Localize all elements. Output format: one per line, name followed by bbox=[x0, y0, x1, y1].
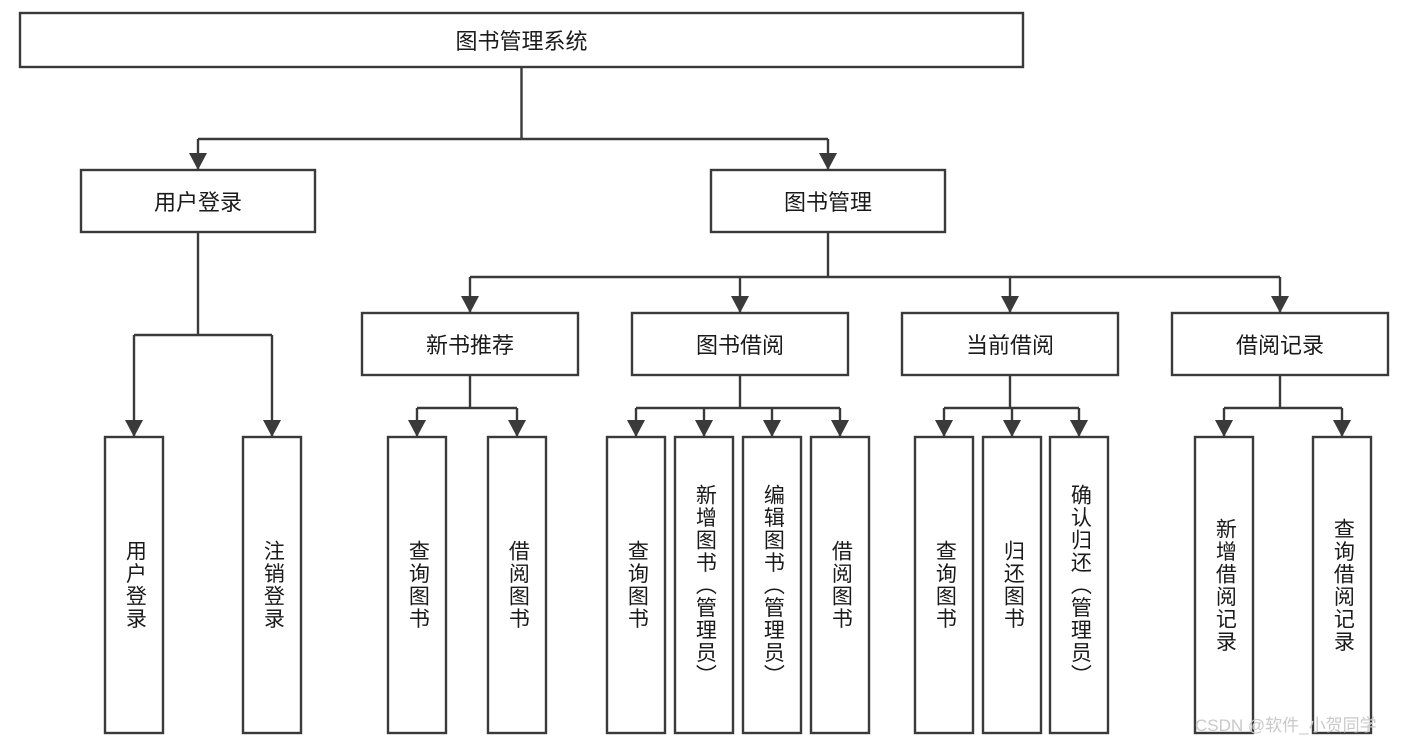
arrowhead-icon bbox=[1001, 296, 1019, 313]
node-box-book-management[interactable] bbox=[709, 168, 947, 234]
arrowhead-icon bbox=[763, 420, 781, 437]
arrowhead-icon bbox=[831, 420, 849, 437]
node-box-leaf-query-book-3[interactable] bbox=[913, 435, 975, 735]
arrowhead-icon bbox=[189, 153, 207, 170]
node-box-user-login[interactable] bbox=[79, 168, 317, 234]
node-box-leaf-query-book-2[interactable] bbox=[605, 435, 667, 735]
arrowhead-icon bbox=[408, 420, 426, 437]
node-box-leaf-edit-book[interactable] bbox=[741, 435, 803, 735]
node-box-leaf-query-book-1[interactable] bbox=[386, 435, 448, 735]
arrowhead-icon bbox=[1003, 420, 1021, 437]
arrowhead-icon bbox=[627, 420, 645, 437]
arrowhead-icon bbox=[1070, 420, 1088, 437]
arrowhead-icon bbox=[695, 420, 713, 437]
arrowhead-icon bbox=[1333, 420, 1351, 437]
box-layer bbox=[18, 11, 1390, 735]
arrowhead-icon bbox=[819, 153, 837, 170]
node-box-new-book-recommend[interactable] bbox=[360, 311, 580, 377]
arrowhead-icon bbox=[125, 420, 143, 437]
node-box-current-borrow[interactable] bbox=[900, 311, 1120, 377]
node-box-leaf-add-book[interactable] bbox=[673, 435, 735, 735]
arrowhead-icon bbox=[1215, 420, 1233, 437]
node-box-leaf-confirm-return[interactable] bbox=[1048, 435, 1110, 735]
node-box-root[interactable] bbox=[18, 11, 1025, 69]
arrowhead-icon bbox=[461, 296, 479, 313]
connector-layer bbox=[125, 67, 1351, 437]
node-box-leaf-return-book[interactable] bbox=[981, 435, 1043, 735]
node-box-leaf-query-record[interactable] bbox=[1311, 435, 1373, 735]
node-box-leaf-borrow-book-2[interactable] bbox=[809, 435, 871, 735]
node-box-book-borrow[interactable] bbox=[630, 311, 850, 377]
node-box-leaf-logout[interactable] bbox=[241, 435, 303, 735]
node-box-leaf-borrow-book-1[interactable] bbox=[486, 435, 548, 735]
arrowhead-icon bbox=[1271, 296, 1289, 313]
arrowhead-icon bbox=[731, 296, 749, 313]
arrowhead-icon bbox=[935, 420, 953, 437]
arrowhead-icon bbox=[263, 420, 281, 437]
node-box-leaf-add-record[interactable] bbox=[1193, 435, 1255, 735]
node-box-borrow-record[interactable] bbox=[1170, 311, 1390, 377]
node-box-leaf-user-login[interactable] bbox=[103, 435, 165, 735]
arrowhead-icon bbox=[508, 420, 526, 437]
